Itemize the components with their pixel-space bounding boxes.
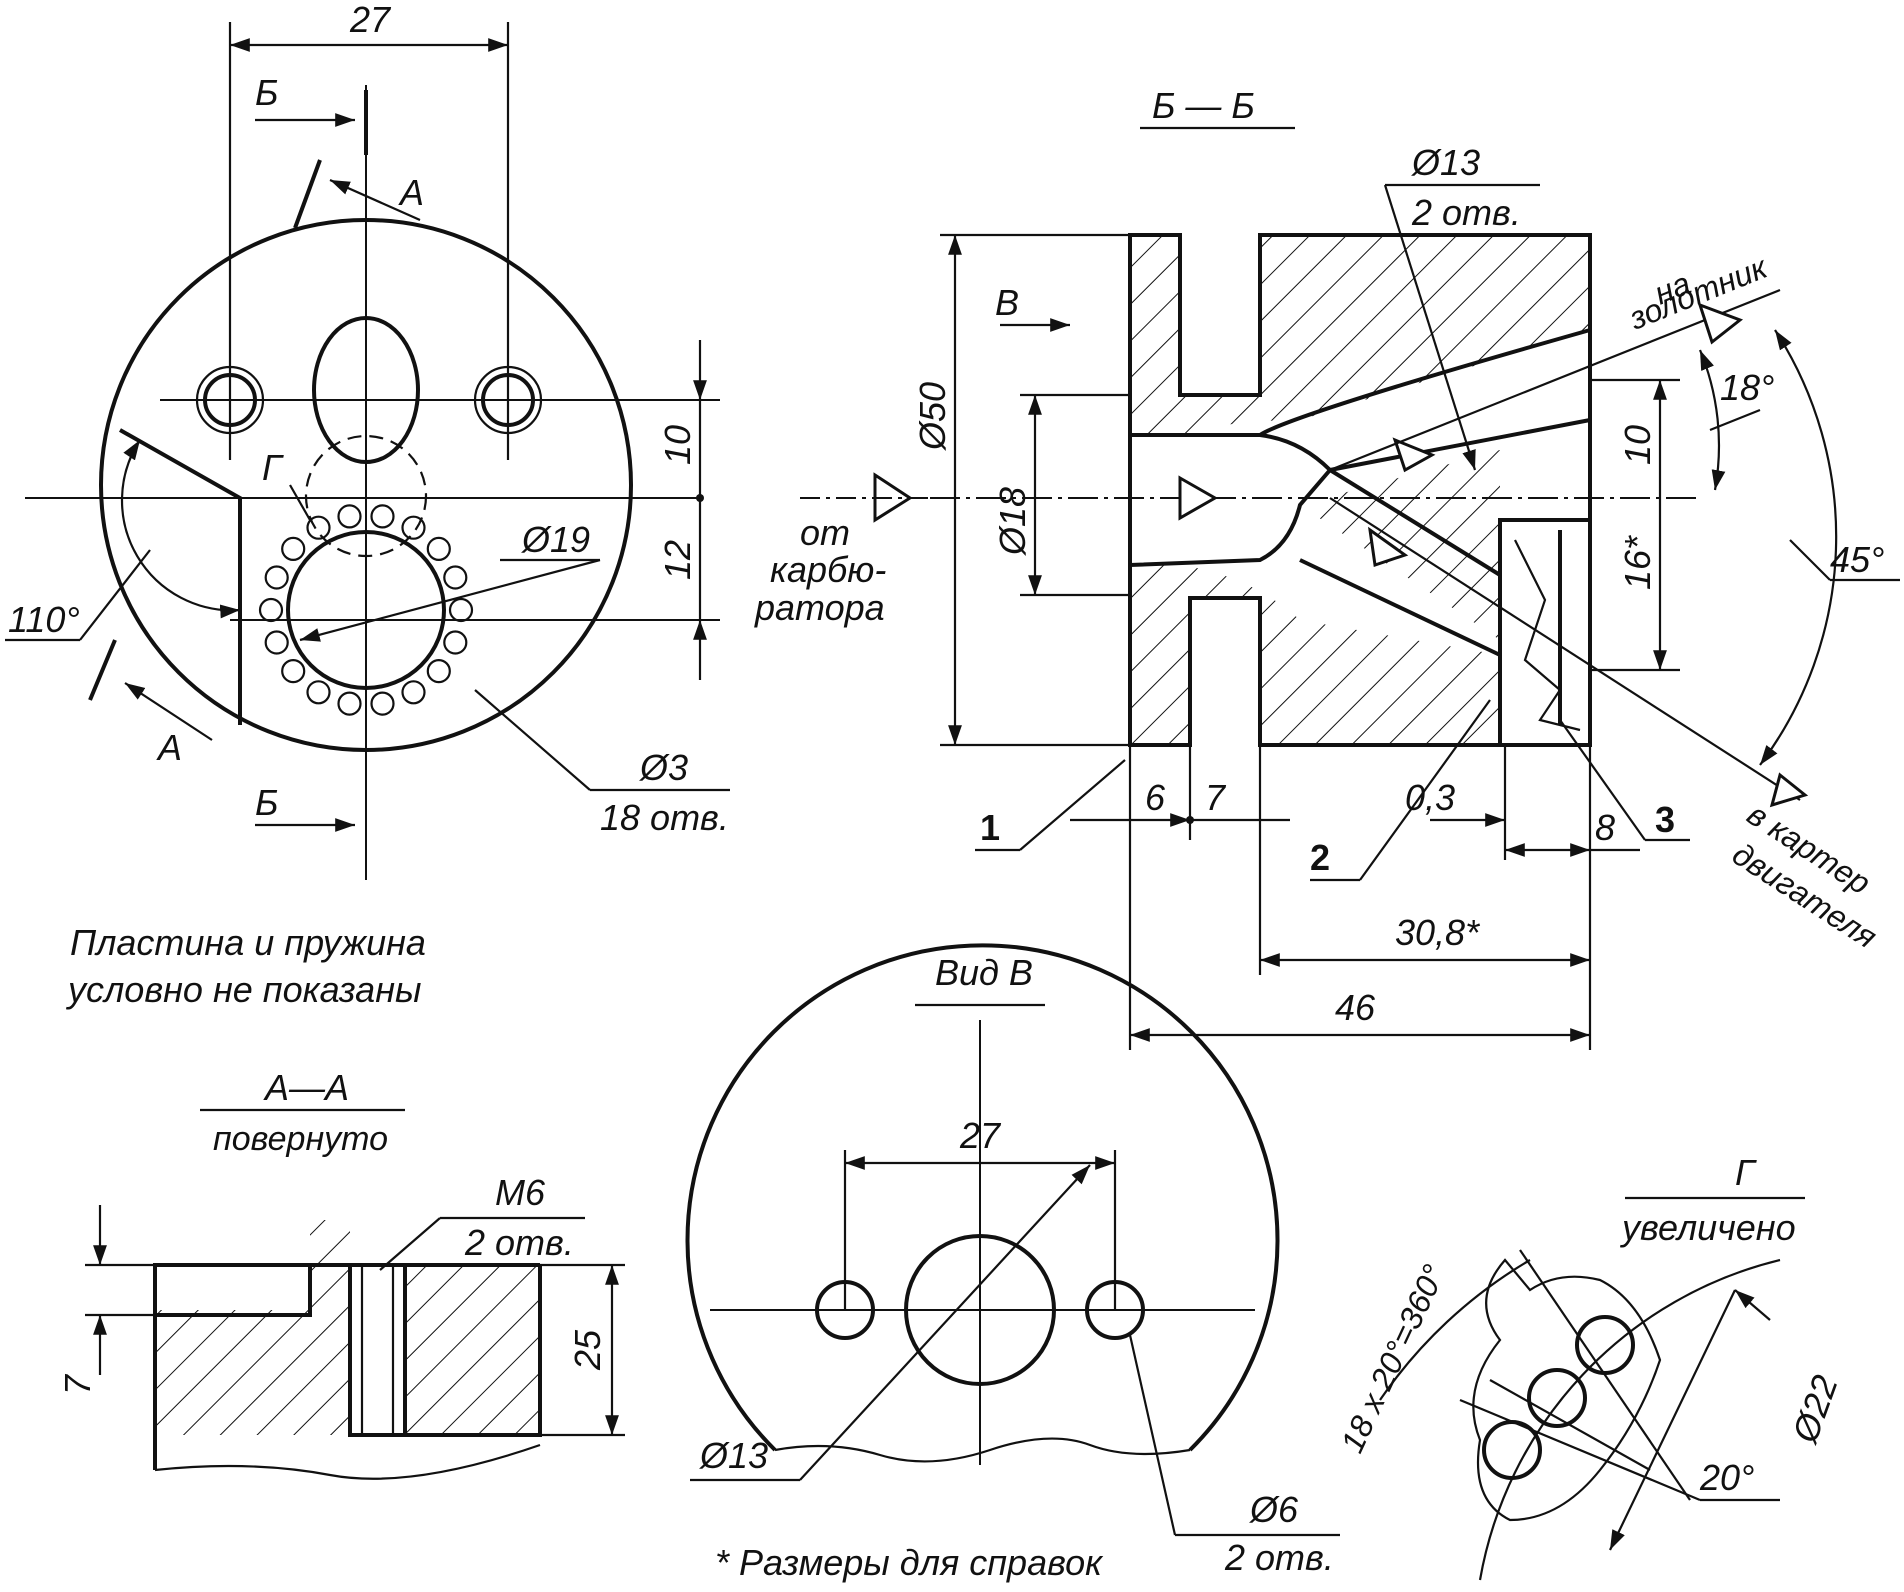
view-v-label: В <box>995 282 1019 323</box>
dia-6: Ø6 <box>1249 1489 1299 1530</box>
angle-110: 110° <box>8 599 80 640</box>
section-a-label: А <box>398 172 424 213</box>
pos-3: 3 <box>1655 799 1675 840</box>
section-b-label: Б <box>255 72 278 113</box>
mount-hole-right <box>481 373 535 427</box>
note-line1: Пластина и пружина <box>70 922 426 963</box>
detail-g-title: Г <box>1735 1152 1757 1193</box>
detail-g-label: Г <box>262 447 284 488</box>
dim-10: 10 <box>657 425 698 465</box>
ring-hole <box>258 597 284 623</box>
ring-hole <box>281 536 306 562</box>
section-aa-subtitle: повернуто <box>213 1120 388 1158</box>
ring-hole <box>264 630 289 655</box>
dia-19: Ø19 <box>521 519 590 560</box>
from-carb-2: карбю- <box>770 549 886 590</box>
holes-18: 18 отв. <box>600 797 729 838</box>
section-bb-title: Б — Б <box>1152 85 1255 126</box>
dim-7-aa: 7 <box>57 1373 98 1395</box>
ring-hole <box>306 680 331 705</box>
angle-20: 20° <box>1699 1457 1754 1498</box>
ring-hole <box>426 536 451 562</box>
dim-27-v: 27 <box>959 1115 1002 1156</box>
pos-2: 2 <box>1310 837 1330 878</box>
dim-308: 30,8* <box>1395 912 1480 953</box>
dim-16: 16* <box>1617 535 1658 590</box>
ring-hole <box>306 515 331 540</box>
ring-hole <box>401 680 426 705</box>
from-carb-1: от <box>800 512 850 553</box>
ring-hole <box>370 504 395 529</box>
dia-13: Ø13 <box>1411 142 1480 183</box>
ring-hole <box>281 658 306 684</box>
dia-18: Ø18 <box>992 487 1033 556</box>
front-view: 27 Б Б А А Г Ø19 <box>5 0 930 1010</box>
view-v-port <box>904 1234 1056 1386</box>
mount-hole-left <box>203 373 257 427</box>
from-carb-3: ратора <box>754 587 885 628</box>
aa-holes: 2 отв. <box>464 1222 574 1263</box>
dia-50: Ø50 <box>912 382 953 451</box>
section-a-label-bottom: А <box>156 727 182 768</box>
dia-22: Ø22 <box>1784 1370 1846 1449</box>
ring-hole <box>443 630 468 655</box>
holes-ring <box>258 504 474 716</box>
dia-13-v: Ø13 <box>699 1435 768 1476</box>
footnote: * Размеры для справок <box>715 1542 1104 1583</box>
dim-46: 46 <box>1335 987 1376 1028</box>
detail-g: Г увеличено 20° Ø22 18 x 20°=360° <box>1334 1152 1846 1581</box>
dim-27: 27 <box>349 0 392 40</box>
dim-6: 6 <box>1145 777 1166 818</box>
ring-hole <box>337 691 362 716</box>
dim-25: 25 <box>567 1329 608 1371</box>
ring-hole <box>443 565 468 590</box>
angle-18: 18° <box>1720 367 1774 408</box>
view-v: Вид В 27 Ø13 Ø6 2 отв. <box>685 943 1340 1578</box>
section-bb: Б — Б на золотник в картер <box>912 85 1900 1050</box>
pos-1: 1 <box>980 807 1000 848</box>
dim-7: 7 <box>1205 777 1227 818</box>
inlet-oval <box>312 316 420 464</box>
ring-hole <box>426 658 451 684</box>
ring-hole <box>370 691 395 716</box>
detail-g-subtitle: увеличено <box>1619 1207 1796 1248</box>
section-aa: А—А повернуто М6 2 отв. 7 25 <box>57 1067 625 1480</box>
ring-hole <box>448 597 474 623</box>
ring-hole <box>337 504 362 529</box>
dim-8: 8 <box>1595 807 1615 848</box>
section-b-label-bottom: Б <box>255 782 278 823</box>
dim-10-bb: 10 <box>1617 425 1658 465</box>
detail-hole-2 <box>1527 1368 1587 1428</box>
section-aa-title: А—А <box>263 1067 349 1108</box>
note-line2: условно не показаны <box>65 969 422 1010</box>
ring-hole <box>401 515 426 540</box>
dia-3: Ø3 <box>639 747 688 788</box>
dim-12: 12 <box>657 540 698 580</box>
port-19 <box>286 530 446 690</box>
thread-m6: М6 <box>495 1172 546 1213</box>
view-v-title: Вид В <box>935 952 1033 993</box>
holes-2: 2 отв. <box>1411 192 1521 233</box>
ring-hole <box>264 565 289 590</box>
angle-45: 45° <box>1830 539 1884 580</box>
angle-formula: 18 x 20°=360° <box>1334 1259 1452 1458</box>
v-holes: 2 отв. <box>1224 1537 1334 1578</box>
detail-hole-1 <box>1575 1315 1635 1375</box>
